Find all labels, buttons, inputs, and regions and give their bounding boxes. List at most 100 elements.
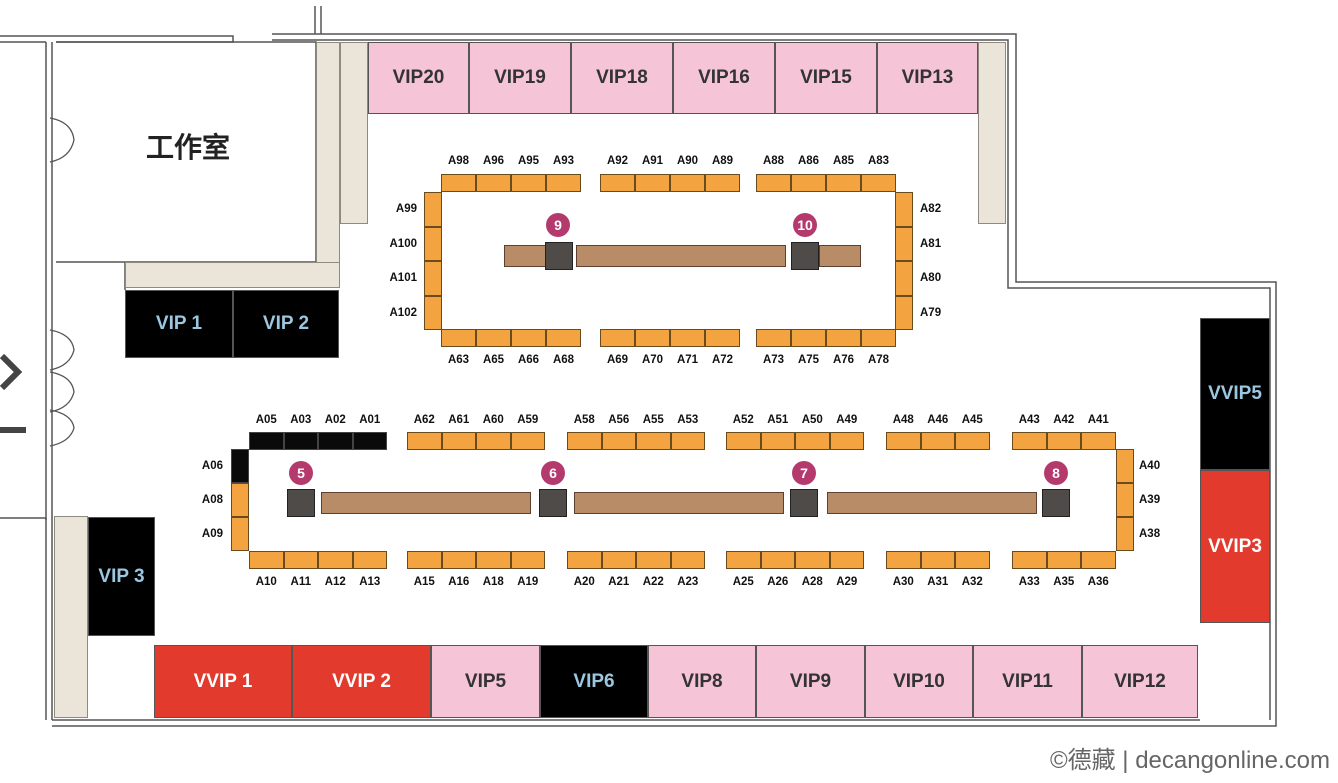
booth[interactable]: [955, 432, 990, 450]
booth[interactable]: [352, 432, 387, 450]
booth[interactable]: [424, 295, 442, 330]
vip-room[interactable]: VIP18: [571, 42, 673, 114]
booth[interactable]: [424, 226, 442, 261]
booth[interactable]: [1012, 432, 1047, 450]
booth[interactable]: [635, 174, 670, 192]
booth[interactable]: [756, 174, 791, 192]
booth[interactable]: [791, 174, 826, 192]
booth[interactable]: [920, 432, 955, 450]
booth[interactable]: [895, 261, 913, 296]
booth[interactable]: [895, 192, 913, 227]
vip-room[interactable]: VIP12: [1082, 645, 1198, 718]
booth[interactable]: [861, 174, 896, 192]
booth[interactable]: [567, 432, 602, 450]
booth[interactable]: [567, 551, 602, 569]
booth[interactable]: [600, 329, 635, 347]
booth[interactable]: [829, 551, 864, 569]
vvip-room[interactable]: VVIP 1: [154, 645, 292, 718]
vip-room[interactable]: VIP 2: [233, 290, 339, 358]
booth[interactable]: [546, 174, 581, 192]
booth[interactable]: [670, 174, 705, 192]
vvip-room[interactable]: VVIP 2: [292, 645, 431, 718]
vip-room[interactable]: VIP 1: [125, 290, 233, 358]
booth[interactable]: [705, 329, 740, 347]
vip-room[interactable]: VVIP5: [1200, 318, 1270, 470]
booth[interactable]: [231, 517, 249, 551]
booth[interactable]: [920, 551, 955, 569]
booth[interactable]: [424, 192, 442, 227]
booth[interactable]: [249, 551, 284, 569]
booth[interactable]: [600, 174, 635, 192]
booth[interactable]: [636, 551, 671, 569]
booth[interactable]: [407, 432, 442, 450]
booth[interactable]: [1081, 551, 1116, 569]
booth[interactable]: [283, 551, 318, 569]
booth[interactable]: [441, 329, 476, 347]
booth[interactable]: [424, 261, 442, 296]
booth[interactable]: [441, 551, 476, 569]
booth[interactable]: [795, 551, 830, 569]
booth[interactable]: [601, 432, 636, 450]
booth[interactable]: [1116, 517, 1134, 551]
booth[interactable]: [1116, 483, 1134, 517]
vip-room[interactable]: VIP15: [775, 42, 877, 114]
booth[interactable]: [441, 432, 476, 450]
booth[interactable]: [511, 329, 546, 347]
vip-room[interactable]: VIP5: [431, 645, 540, 718]
booth[interactable]: [886, 432, 921, 450]
vip-room[interactable]: VIP13: [877, 42, 978, 114]
booth[interactable]: [1081, 432, 1116, 450]
vip-room[interactable]: VIP19: [469, 42, 571, 114]
booth[interactable]: [352, 551, 387, 569]
booth[interactable]: [635, 329, 670, 347]
booth[interactable]: [318, 551, 353, 569]
booth[interactable]: [510, 551, 545, 569]
booth[interactable]: [283, 432, 318, 450]
booth[interactable]: [407, 551, 442, 569]
vvip-room[interactable]: VVIP3: [1200, 470, 1270, 623]
booth[interactable]: [861, 329, 896, 347]
booth[interactable]: [511, 174, 546, 192]
booth[interactable]: [476, 329, 511, 347]
booth[interactable]: [670, 329, 705, 347]
booth[interactable]: [760, 432, 795, 450]
booth[interactable]: [895, 295, 913, 330]
booth[interactable]: [670, 551, 705, 569]
vip-room[interactable]: VIP20: [368, 42, 469, 114]
vip-room[interactable]: VIP 3: [88, 517, 155, 636]
booth[interactable]: [546, 329, 581, 347]
booth[interactable]: [231, 449, 249, 483]
booth[interactable]: [955, 551, 990, 569]
booth[interactable]: [670, 432, 705, 450]
vip-room[interactable]: VIP16: [673, 42, 775, 114]
booth[interactable]: [756, 329, 791, 347]
vip-room[interactable]: VIP6: [540, 645, 648, 718]
booth[interactable]: [705, 174, 740, 192]
booth[interactable]: [726, 432, 761, 450]
booth[interactable]: [829, 432, 864, 450]
booth[interactable]: [826, 174, 861, 192]
booth[interactable]: [1046, 432, 1081, 450]
booth[interactable]: [476, 432, 511, 450]
booth[interactable]: [1012, 551, 1047, 569]
vip-room[interactable]: VIP11: [973, 645, 1082, 718]
booth[interactable]: [1116, 449, 1134, 483]
booth[interactable]: [601, 551, 636, 569]
booth[interactable]: [249, 432, 284, 450]
booth[interactable]: [886, 551, 921, 569]
booth[interactable]: [760, 551, 795, 569]
booth[interactable]: [476, 551, 511, 569]
booth[interactable]: [726, 551, 761, 569]
booth[interactable]: [441, 174, 476, 192]
booth[interactable]: [791, 329, 826, 347]
booth[interactable]: [636, 432, 671, 450]
vip-room[interactable]: VIP10: [865, 645, 973, 718]
booth[interactable]: [826, 329, 861, 347]
vip-room[interactable]: VIP8: [648, 645, 756, 718]
booth[interactable]: [795, 432, 830, 450]
booth[interactable]: [231, 483, 249, 517]
booth[interactable]: [895, 226, 913, 261]
booth[interactable]: [476, 174, 511, 192]
booth[interactable]: [1046, 551, 1081, 569]
vip-room[interactable]: VIP9: [756, 645, 865, 718]
